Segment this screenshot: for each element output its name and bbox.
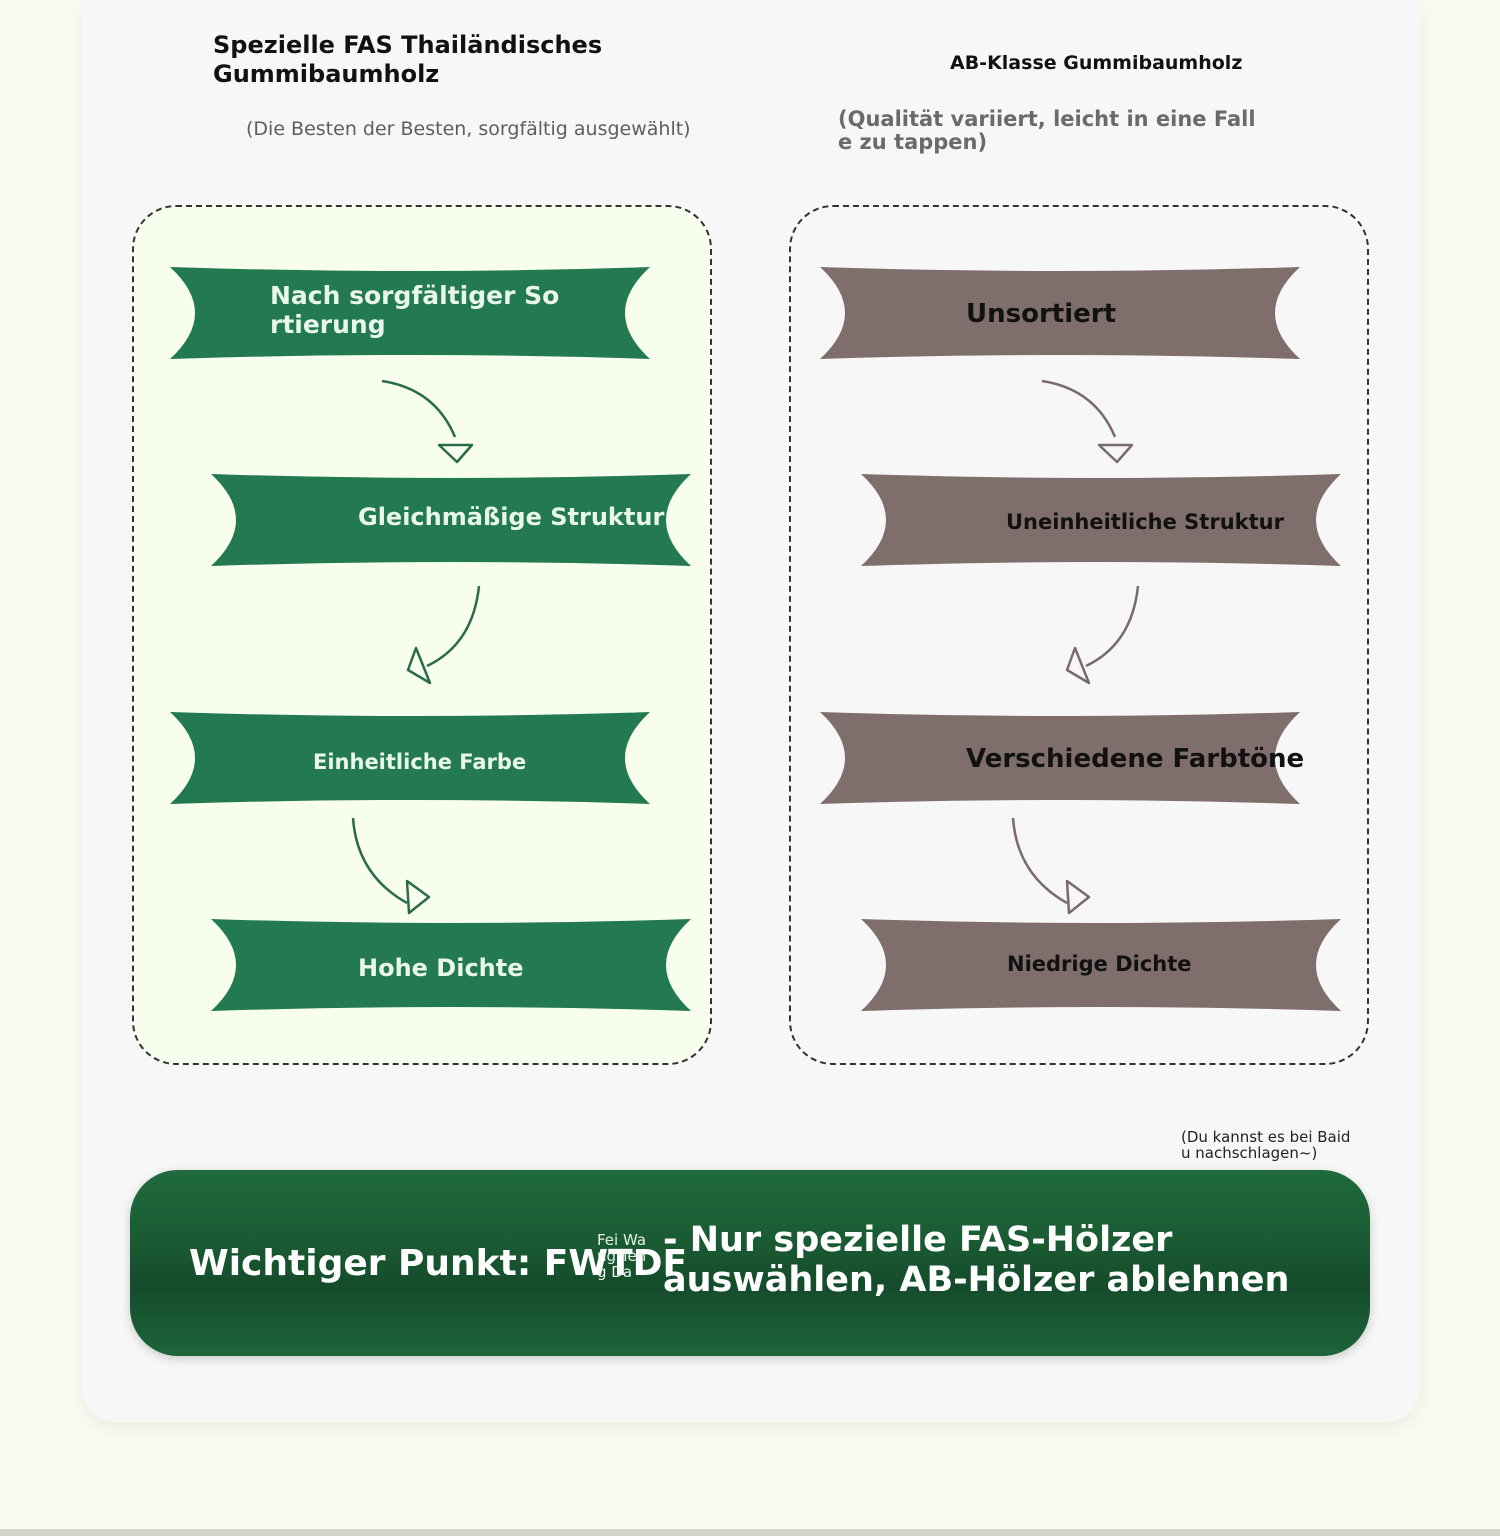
green-ribbon-shape [170, 267, 650, 359]
brown-curved-arrow-icon [1011, 817, 1091, 915]
brown-ribbon-shape [820, 267, 1300, 359]
search-note: (Du kannst es bei Baidu nachschlagen~) [1181, 1128, 1351, 1162]
step-label: Uneinheitliche Struktur [1006, 510, 1284, 534]
ab-step-color: Verschiedene Farbtöne [820, 710, 1304, 806]
right-column-title: AB-Klasse Gummibaumholz [950, 52, 1243, 74]
fas-step-density: Hohe Dichte [211, 917, 691, 1013]
brown-curved-arrow-icon [1041, 379, 1134, 464]
brown-ribbon-shape [861, 474, 1341, 566]
brown-ribbon-shape [820, 712, 1300, 804]
step-label: Niedrige Dichte [1007, 952, 1192, 976]
ab-step-structure: Uneinheitliche Struktur [861, 472, 1341, 568]
left-column-subtitle: (Die Besten der Besten, sorgfältig ausge… [246, 118, 691, 140]
green-ribbon-shape [211, 474, 691, 566]
key-point-label: Wichtiger Punkt: FWTDF [189, 1243, 688, 1284]
green-ribbon-shape [211, 919, 691, 1011]
fas-step-structure: Gleichmäßige Struktur [211, 472, 691, 568]
key-point-text: - Nur spezielle FAS-Hölzer auswählen, AB… [663, 1220, 1290, 1300]
green-ribbon-shape [170, 712, 650, 804]
green-curved-arrow-icon [381, 379, 474, 464]
bottom-bar [0, 1529, 1500, 1536]
right-column-subtitle: (Qualität variiert, leicht in eine Falle… [838, 107, 1256, 154]
brown-ribbon-shape [861, 919, 1341, 1011]
green-curved-arrow-icon [406, 585, 481, 685]
ab-step-density: Niedrige Dichte [861, 917, 1341, 1013]
step-label: Nach sorgfältiger Sortierung [270, 281, 560, 339]
left-column-title: Spezielle FAS Thailändisches Gummibaumho… [213, 31, 603, 88]
green-curved-arrow-icon [351, 817, 431, 915]
fas-step-sorted: Nach sorgfältiger Sortierung [170, 265, 650, 361]
ab-step-unsorted: Unsortiert [820, 265, 1300, 361]
brown-curved-arrow-icon [1065, 585, 1140, 685]
fas-step-color: Einheitliche Farbe [170, 710, 650, 806]
step-label: Gleichmäßige Struktur [358, 503, 665, 531]
key-point-brand-name: Fei Wang Teng Da [597, 1231, 647, 1281]
step-label: Unsortiert [966, 299, 1117, 329]
step-label: Hohe Dichte [358, 954, 524, 982]
step-label: Verschiedene Farbtöne [966, 744, 1305, 774]
key-point-banner [130, 1170, 1370, 1356]
step-label: Einheitliche Farbe [313, 750, 527, 774]
